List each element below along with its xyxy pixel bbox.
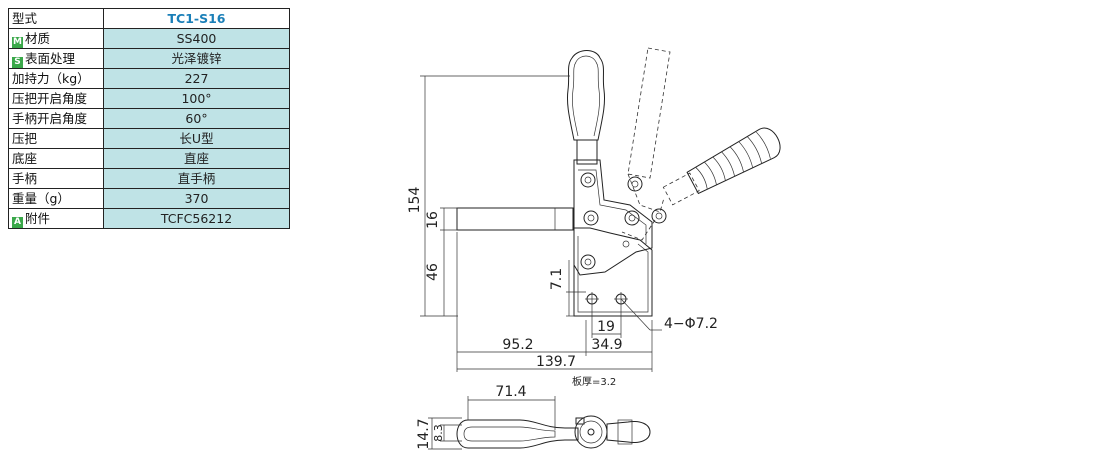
dim-139-7: 139.7 — [536, 354, 576, 370]
spec-label-text: 底座 — [12, 151, 38, 166]
spec-row: 底座 直座 — [8, 148, 290, 169]
spec-value: SS400 — [103, 28, 290, 49]
spec-label-text: 压把开启角度 — [12, 91, 88, 106]
spec-label-text: 型式 — [12, 11, 38, 26]
spec-label-text: 手柄 — [12, 171, 38, 186]
dimension-labels: 154 16 46 7.1 19 34.9 95.2 139.7 4−Φ7.2 … — [407, 187, 718, 388]
plate-thickness-note: 板厚=3.2 — [572, 375, 616, 388]
dim-154: 154 — [407, 187, 423, 214]
dim-71-4: 71.4 — [495, 384, 526, 400]
dim-hole-spec: 4−Φ7.2 — [664, 316, 718, 332]
dim-95-2: 95.2 — [502, 337, 533, 353]
spec-label: 压把 — [8, 128, 104, 149]
clamp-bar — [456, 207, 574, 231]
spec-value: 227 — [103, 68, 290, 89]
phantom-clamp-bar — [627, 47, 671, 179]
spec-label-text: 加持力（kg） — [12, 71, 90, 86]
spec-label: 型式 — [8, 8, 104, 29]
u-clamp-arm — [456, 419, 579, 449]
spec-value: 直座 — [103, 148, 290, 169]
spec-row: 手柄开启角度 60° — [8, 108, 290, 129]
dim-46: 46 — [425, 263, 441, 281]
dimension-lines — [420, 75, 662, 372]
spec-value: TCFC56212 — [103, 208, 290, 229]
open-position-phantom — [621, 47, 781, 241]
spec-value: 直手柄 — [103, 168, 290, 189]
spec-row: 压把 长U型 — [8, 128, 290, 149]
spec-badge-icon: S — [12, 57, 23, 68]
spec-row: 手柄 直手柄 — [8, 168, 290, 189]
dim-19: 19 — [597, 319, 615, 335]
top-view — [428, 396, 651, 450]
mounting-holes — [585, 292, 628, 306]
spec-row: 加持力（kg） 227 — [8, 68, 290, 89]
phantom-handle-grip — [662, 127, 781, 206]
spec-label-text: 压把 — [12, 131, 38, 146]
spec-label-text: 材质 — [25, 31, 51, 46]
spec-value: 100° — [103, 88, 290, 109]
dim-14-7: 14.7 — [416, 418, 432, 449]
spec-value: 长U型 — [103, 128, 290, 149]
spec-row: 型式 TC1-S16 — [8, 8, 290, 29]
spec-value: TC1-S16 — [103, 8, 290, 29]
dim-16: 16 — [425, 211, 441, 229]
clamp-body — [573, 159, 653, 276]
spec-label: 加持力（kg） — [8, 68, 104, 89]
dim-7-1: 7.1 — [549, 268, 565, 290]
top-view-labels: 71.4 14.7 8.3 — [416, 384, 527, 450]
front-view — [456, 50, 653, 317]
spec-label: 压把开启角度 — [8, 88, 104, 109]
spec-value: 370 — [103, 188, 290, 209]
spec-label: 手柄 — [8, 168, 104, 189]
spec-value: 60° — [103, 108, 290, 129]
spec-label-text: 表面处理 — [25, 51, 76, 66]
spec-label-text: 重量（g） — [12, 191, 70, 206]
spec-label-text: 手柄开启角度 — [12, 111, 88, 126]
spec-label: 重量（g） — [8, 188, 104, 209]
dim-34-9: 34.9 — [591, 337, 622, 353]
spec-badge-icon: M — [12, 37, 23, 48]
handle-grip — [567, 50, 605, 141]
pivot-pins — [580, 172, 640, 270]
spec-row: 压把开启角度 100° — [8, 88, 290, 109]
spec-label: 底座 — [8, 148, 104, 169]
spec-label: 手柄开启角度 — [8, 108, 104, 129]
base-plate — [573, 227, 653, 317]
spec-label-text: 附件 — [25, 211, 51, 226]
spec-row: 重量（g） 370 — [8, 188, 290, 209]
spec-value: 光泽镀锌 — [103, 48, 290, 69]
dim-8-3: 8.3 — [432, 424, 445, 442]
spec-badge-icon: A — [12, 217, 23, 228]
